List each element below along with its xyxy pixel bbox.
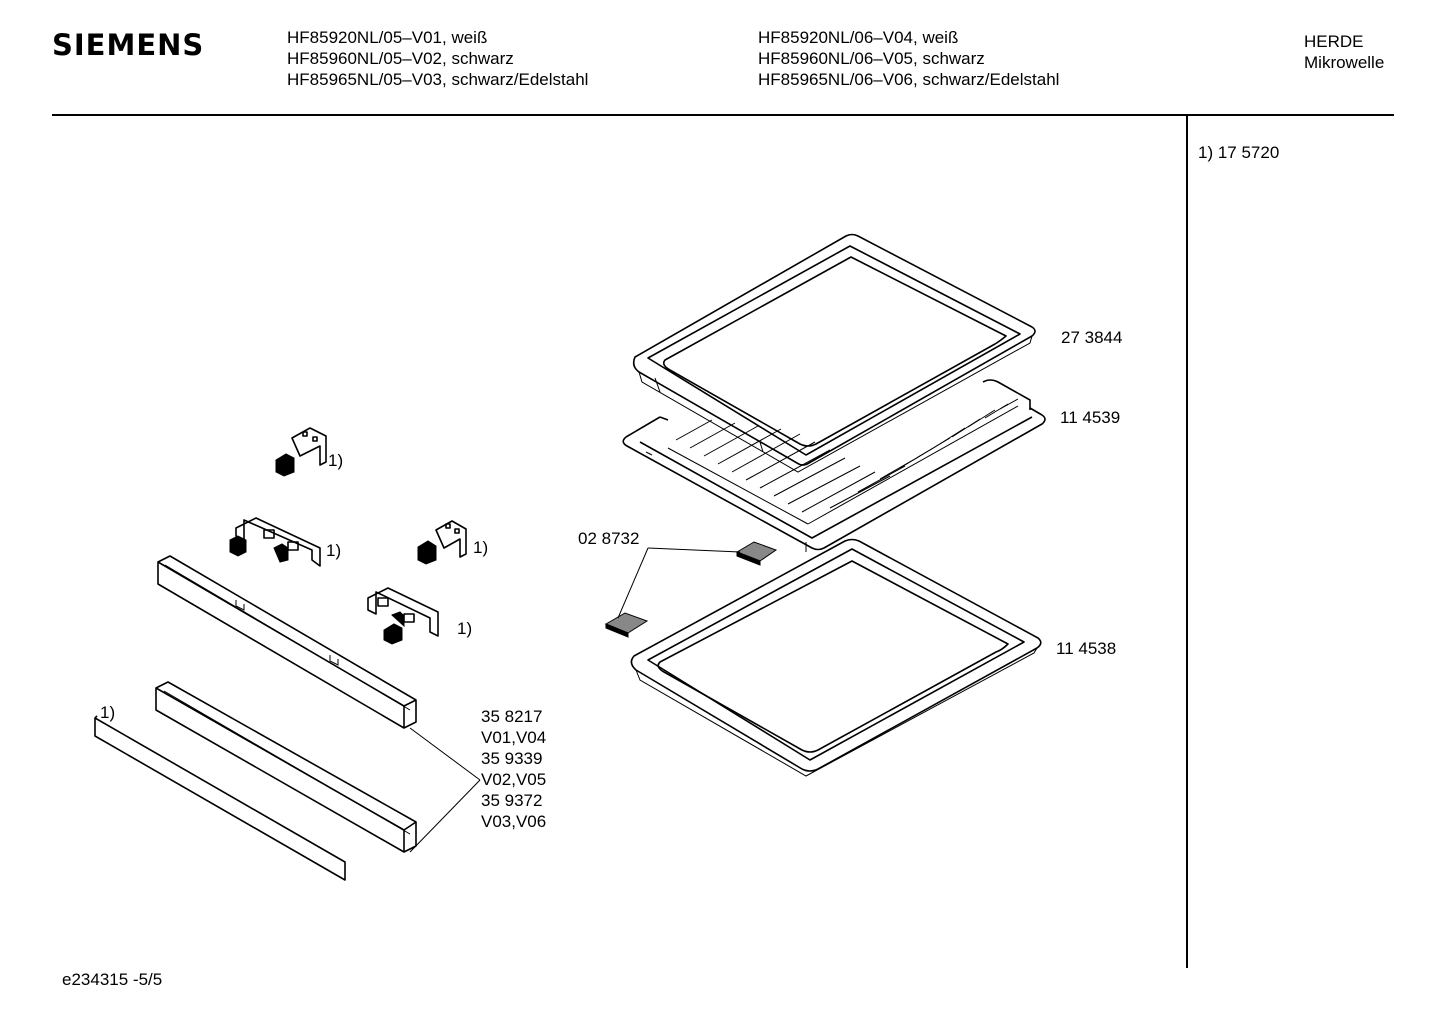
bracket-lower-drawing: [367, 587, 439, 645]
deep-pan-drawing: [630, 538, 1042, 777]
side-divider: [1186, 116, 1188, 968]
footnote-part-number: 1) 17 5720: [1198, 143, 1280, 162]
bracket-right-drawing: [417, 520, 467, 565]
footnote-marker-strip: 1): [100, 703, 116, 722]
footnote-marker-bracket-lower: 1): [457, 619, 473, 638]
model-line: HF85920NL/06–V04, weiß: [758, 28, 959, 47]
model-line: HF85960NL/05–V02, schwarz: [287, 49, 514, 68]
slide-guides-drawing: [604, 541, 778, 638]
part-number-tray: 27 3844: [1061, 328, 1123, 347]
footnote-marker-bracket-left: 1): [326, 541, 342, 560]
category-label: HERDE Mikrowelle: [1304, 31, 1384, 73]
document-reference: e234315 -5/5: [62, 970, 163, 989]
trim-part-numbers: 35 8217 V01,V04 35 9339 V02,V05 35 9372 …: [481, 706, 546, 832]
trim-line: V01,V04: [481, 728, 547, 747]
part-number-pan: 11 4538: [1056, 639, 1117, 658]
trim-line: 35 9372: [481, 791, 543, 810]
wire-rack-drawing: [622, 379, 1046, 552]
category-line: Mikrowelle: [1304, 53, 1385, 72]
footnote-marker-bracket-right: 1): [473, 538, 489, 557]
trim-bar-lower-drawing: [155, 681, 417, 853]
trim-line: V03,V06: [481, 812, 547, 831]
trim-line: 35 9339: [481, 749, 543, 768]
bracket-top-drawing: [275, 427, 327, 477]
baking-tray-drawing: [632, 233, 1036, 473]
model-line: HF85920NL/05–V01, weiß: [287, 28, 488, 47]
category-line: HERDE: [1304, 32, 1364, 51]
leader-lines: [409, 727, 481, 853]
model-line: HF85960NL/06–V05, schwarz: [758, 49, 985, 68]
part-number-slide: 02 8732: [578, 529, 640, 548]
model-line: HF85965NL/05–V03, schwarz/Edelstahl: [287, 70, 589, 89]
decor-strip-drawing: [94, 715, 346, 881]
model-line: HF85965NL/06–V06, schwarz/Edelstahl: [758, 70, 1060, 89]
trim-line: 35 8217: [481, 707, 543, 726]
model-list-06: HF85920NL/06–V04, weiß HF85960NL/06–V05,…: [758, 27, 1059, 90]
trim-bar-upper-drawing: [157, 555, 417, 729]
brand-logo: SIEMENS: [52, 28, 205, 62]
model-list-05: HF85920NL/05–V01, weiß HF85960NL/05–V02,…: [287, 27, 588, 90]
header-divider: [52, 114, 1394, 116]
bracket-left-drawing: [229, 517, 321, 567]
trim-line: V02,V05: [481, 770, 547, 789]
footnote-marker-bracket-top: 1): [328, 451, 344, 470]
part-number-rack: 11 4539: [1060, 408, 1121, 427]
